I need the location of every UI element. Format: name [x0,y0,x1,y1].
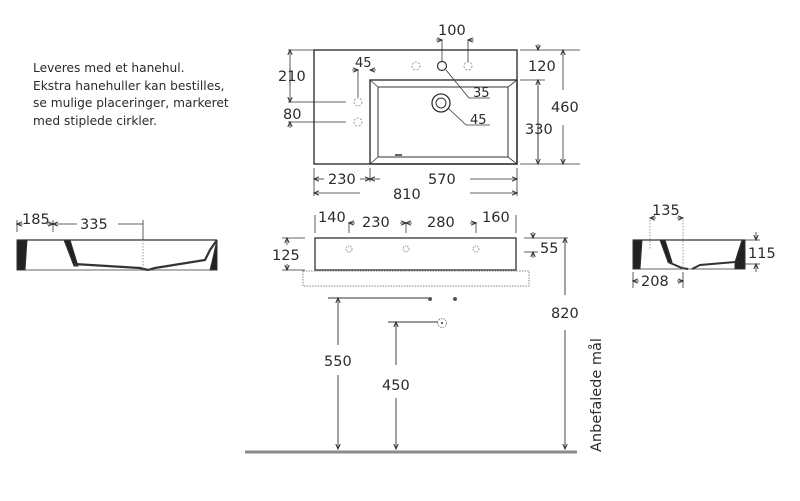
dim-total-depth: 460 [551,100,579,116]
dim-left-deck-width: 230 [328,172,356,188]
right-section-view [633,218,760,288]
dim-left-hole-spacing: 80 [283,107,301,123]
dim-right-c: 208 [641,274,669,290]
dim-top-offset: 55 [540,241,558,257]
dim-total-width: 810 [393,187,421,203]
left-section-view [17,220,218,272]
dim-side-offset: 45 [355,56,372,71]
dim-left-hole-top: 210 [278,69,306,85]
dim-deck-depth: 120 [528,59,556,75]
dim-hole-1: 140 [318,210,346,226]
dim-bowl-width: 570 [428,172,456,188]
note-line-1: Leveres med et hanehul. [33,61,185,75]
dim-hole-2: 230 [362,215,390,231]
dim-tap-spacing: 100 [438,23,466,39]
drain-icon [431,93,451,113]
dim-hole-4: 160 [482,210,510,226]
dim-recommended-height: 820 [551,306,579,322]
dim-left-a: 185 [22,212,50,228]
installation-note: Leveres med et hanehul. Ekstra hanehulle… [33,60,273,130]
recommended-label: Anbefalede mål [588,338,605,452]
dim-front-height: 125 [272,248,300,264]
note-line-4: med stiplede cirkler. [33,113,158,128]
dim-drain-diameter: 45 [470,113,487,128]
note-line-3: se mulige placeringer, markeret [33,96,229,110]
note-line-2: Ekstra hanehuller kan bestilles, [33,78,225,93]
dim-right-a: 135 [652,203,680,219]
dim-tap-hole-diameter: 35 [473,86,490,101]
front-view [245,215,577,454]
dim-bowl-depth: 330 [525,122,553,138]
dim-drain-height-2: 450 [382,378,410,394]
top-view [288,40,580,196]
dim-right-b: 115 [748,246,776,262]
tap-hole-icon [436,60,448,72]
dim-hole-3: 280 [427,215,455,231]
drain-point-icon [428,297,432,301]
dim-drain-height-1: 550 [324,354,352,370]
dim-left-b: 335 [80,217,108,233]
